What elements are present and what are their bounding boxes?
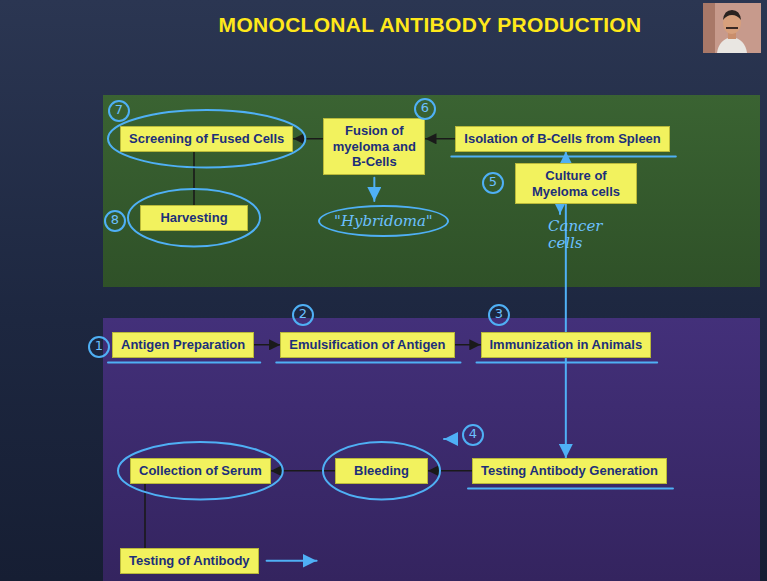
- connector: [425, 138, 455, 140]
- callout-number: 5: [482, 172, 504, 194]
- process-box: Fusion of myeloma and B-Cells: [323, 118, 425, 175]
- annotation-underline: [468, 488, 673, 490]
- process-box: Emulsification of Antigen: [280, 332, 454, 358]
- process-box: Testing Antibody Generation: [472, 458, 667, 484]
- process-box: Collection of Serum: [130, 458, 271, 484]
- box-text: Immunization in Animals: [490, 337, 643, 353]
- handwritten-note: Cancer cells: [548, 218, 610, 253]
- annotation-underline: [108, 362, 260, 364]
- box-text: Culture of Myeloma cells: [524, 168, 628, 199]
- process-box: Immunization in Animals: [481, 332, 652, 358]
- annotation-underline: [451, 156, 675, 158]
- annotation-circle: [128, 189, 260, 247]
- process-box: Antigen Preparation: [112, 332, 254, 358]
- box-text: Emulsification of Antigen: [289, 337, 445, 353]
- annotation-arrow: [559, 207, 561, 214]
- connector: [455, 344, 481, 346]
- box-text: Screening of Fused Cells: [129, 131, 284, 147]
- callout-number: 7: [108, 100, 130, 122]
- process-box: Screening of Fused Cells: [120, 126, 293, 152]
- annotation-circle: [118, 442, 283, 500]
- process-box: Bleeding: [335, 458, 428, 484]
- annotation-arrow: [267, 560, 317, 562]
- process-box: Isolation of B-Cells from Spleen: [455, 126, 669, 152]
- callout-number: 6: [414, 98, 436, 120]
- annotation-circle: [108, 110, 305, 168]
- annotation-underline: [276, 362, 460, 364]
- box-text: Isolation of B-Cells from Spleen: [464, 131, 660, 147]
- box-text: Antigen Preparation: [121, 337, 245, 353]
- connector: [565, 358, 567, 458]
- connector: [428, 470, 472, 472]
- connector: [271, 470, 335, 472]
- box-text: Bleeding: [344, 463, 419, 479]
- box-text: Testing Antibody Generation: [481, 463, 658, 479]
- annotation-underline: [477, 362, 658, 364]
- green-panel: [103, 95, 760, 287]
- box-text: Harvesting: [149, 210, 239, 226]
- annotation-circle: [323, 442, 440, 500]
- presenter-photo: [703, 3, 761, 53]
- process-box: Harvesting: [140, 205, 248, 231]
- connector: [293, 138, 323, 140]
- connector: [193, 152, 195, 205]
- callout-number: 8: [104, 210, 126, 232]
- box-text: Testing of Antibody: [129, 553, 250, 569]
- callout-number: 3: [488, 304, 510, 326]
- annotation-arrow: [444, 438, 456, 440]
- process-box: Testing of Antibody: [120, 548, 259, 574]
- handwritten-note: "Hybridoma": [318, 205, 449, 237]
- callout-number: 2: [292, 304, 314, 326]
- box-text: Fusion of myeloma and B-Cells: [332, 123, 416, 170]
- callout-number: 1: [88, 336, 110, 358]
- connector: [254, 344, 280, 346]
- box-text: Collection of Serum: [139, 463, 262, 479]
- diagram-title: MONOCLONAL ANTIBODY PRODUCTION: [90, 13, 767, 37]
- callout-number: 4: [462, 424, 484, 446]
- process-box: Culture of Myeloma cells: [515, 163, 637, 204]
- annotation-arrow: [373, 178, 375, 201]
